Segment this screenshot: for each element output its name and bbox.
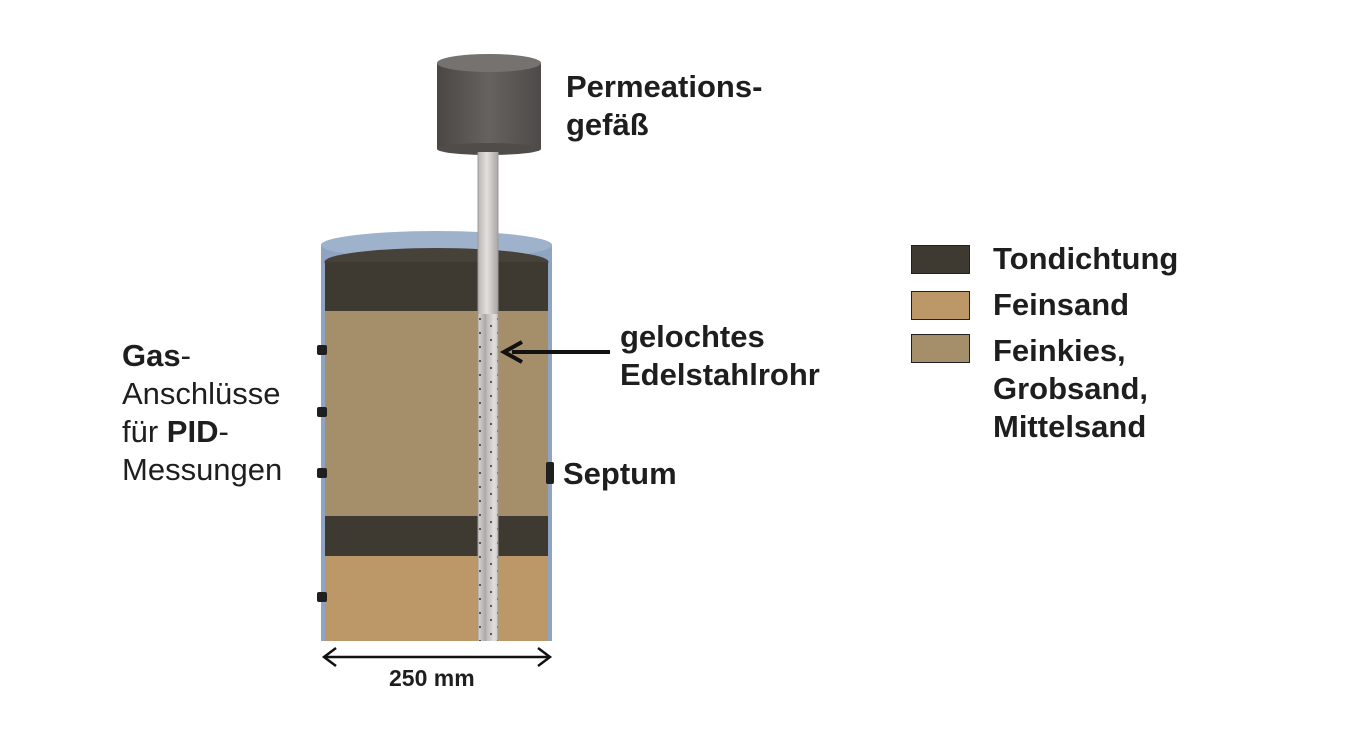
- gas-label-line4: Messungen: [122, 452, 283, 487]
- gas-port: [317, 468, 327, 478]
- legend-label-tondichtung: Tondichtung: [993, 241, 1179, 276]
- permeation-vessel-label: Permeations- gefäß: [566, 68, 762, 144]
- legend-label-feinsand: Feinsand: [993, 287, 1130, 322]
- legend-label-feinkies: Feinkies, Grobsand, Mittelsand: [993, 332, 1148, 446]
- gas-ports: [317, 345, 327, 602]
- legend-label-feinkies-line1: Feinkies,: [993, 333, 1126, 368]
- layer-feinkies: [325, 311, 548, 516]
- perforated-pipe: [477, 152, 499, 641]
- gas-label-pid-dash: -: [218, 414, 229, 449]
- dimension-label: 250 mm: [389, 665, 475, 691]
- pipe-label-line2: Edelstahlrohr: [620, 357, 820, 392]
- dimension-arrow: [321, 647, 553, 667]
- perforated-pipe-label: gelochtes Edelstahlrohr: [620, 318, 820, 394]
- legend-label-feinkies-line3: Mittelsand: [993, 409, 1147, 444]
- gas-label-pid: PID: [166, 414, 219, 449]
- gas-label-line1: Gas-: [122, 337, 282, 375]
- gas-label-dash: -: [180, 338, 191, 373]
- gas-label-fuer: für: [122, 414, 167, 449]
- pipe-label-line1: gelochtes: [620, 319, 765, 354]
- gas-port: [317, 407, 327, 417]
- permeation-label-line1: Permeations-: [566, 69, 763, 104]
- gas-port: [317, 592, 327, 602]
- septum-label: Septum: [563, 456, 677, 491]
- legend-swatch-feinsand: [911, 291, 970, 320]
- legend-label-feinkies-line2: Grobsand,: [993, 371, 1149, 406]
- permeation-vessel: [437, 54, 541, 155]
- legend-swatch-tondichtung: [911, 245, 970, 274]
- layer-feinsand: [325, 556, 548, 641]
- permeation-label-line2: gefäß: [566, 107, 649, 142]
- gas-port: [317, 345, 327, 355]
- layer-tondichtung-top: [325, 262, 548, 311]
- soil-column: [321, 231, 552, 641]
- gas-label-line2: Anschlüsse: [122, 376, 281, 411]
- septum-port: [546, 462, 554, 484]
- gas-label-bold: Gas: [122, 338, 181, 373]
- pipe-arrow: [499, 340, 610, 364]
- gas-ports-label: Gas- Anschlüsse für PID- Messungen: [122, 337, 282, 489]
- gas-label-line3: für PID-: [122, 413, 282, 451]
- legend-swatch-feinkies: [911, 334, 970, 363]
- layer-tondichtung-middle: [325, 516, 548, 556]
